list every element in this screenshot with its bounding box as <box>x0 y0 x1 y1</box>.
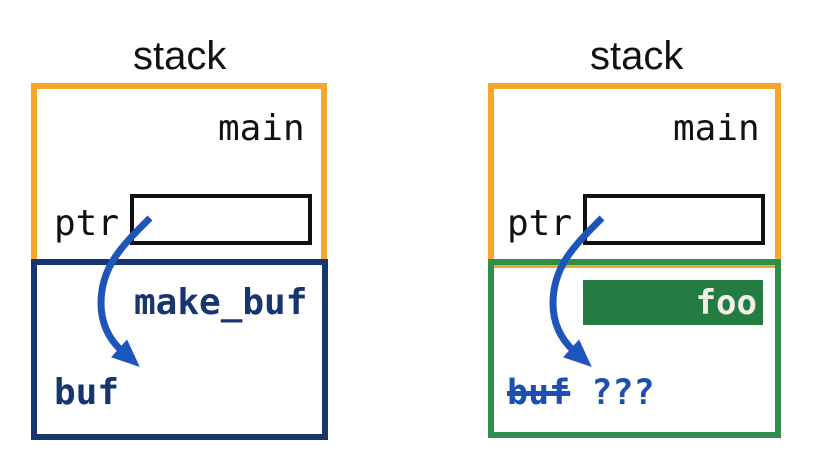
right-foo-frame <box>488 259 781 438</box>
right-ptr-label: ptr <box>507 203 573 244</box>
right-main-frame <box>488 83 781 268</box>
left-stack-title: stack <box>133 34 227 78</box>
dangling-buf-space <box>570 373 591 413</box>
right-dangling-row: buf ??? <box>507 375 655 411</box>
left-pointer-cell <box>130 194 312 245</box>
left-buf-label: buf <box>54 372 120 413</box>
left-main-frame-label: main <box>218 108 305 149</box>
right-main-frame-label: main <box>673 108 760 149</box>
right-stack-title: stack <box>590 34 684 78</box>
dangling-buf-label: buf <box>507 373 571 413</box>
left-make-buf-frame <box>31 259 328 440</box>
left-make-buf-frame-label: make_buf <box>134 282 308 323</box>
foo-frame-bar: foo <box>583 280 763 325</box>
right-pointer-cell <box>583 194 765 245</box>
left-ptr-label: ptr <box>54 203 120 244</box>
unknown-value-label: ??? <box>591 373 655 413</box>
foo-frame-label: foo <box>695 282 757 323</box>
